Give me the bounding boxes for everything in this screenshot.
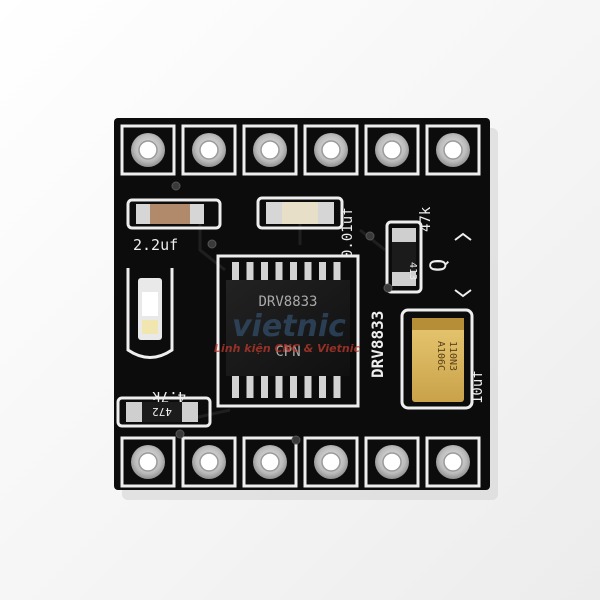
watermark-brand: vietnic [232, 309, 346, 344]
ic-pin [290, 374, 297, 398]
chip-line-1: DRV8833 [258, 294, 317, 310]
ic-pin [275, 262, 283, 282]
ic-pin [304, 374, 312, 398]
bottom-header-pad-hole [138, 452, 158, 472]
ic-pin [304, 262, 312, 282]
bottom-header-pads [120, 436, 481, 488]
bottom-header-pad-outline [364, 436, 420, 488]
chip-line-2: CPN [275, 344, 300, 360]
top-header-pads [120, 124, 481, 176]
resistor-47k [385, 220, 423, 294]
top-header-pad-hole [199, 140, 219, 160]
label-drv8833: DRV8833 [368, 311, 387, 378]
top-header-pad-outline [303, 124, 359, 176]
bottom-header-pad-outline [425, 436, 481, 488]
label-0-01uf: 0.01uf [340, 207, 356, 258]
bottom-header-pad-hole [443, 452, 463, 472]
label-2-2uf: 2.2uf [133, 236, 178, 254]
label-q: Q [427, 259, 452, 272]
top-header-pad-outline [242, 124, 298, 176]
top-header-pad-hole [321, 140, 341, 160]
ic-pin [261, 262, 268, 282]
bottom-header-pad-hole [382, 452, 402, 472]
top-header-pad-hole [382, 140, 402, 160]
resistor-4-7k-code: 472 [152, 405, 172, 418]
top-header-pad-outline [120, 124, 176, 176]
capacitor-2-2uf [126, 198, 222, 230]
bottom-header-pad-outline [120, 436, 176, 488]
label-4-7k: 4.7k [152, 388, 186, 404]
label-47k: 47k [418, 206, 434, 232]
ic-pin [232, 262, 239, 282]
ic-bottom-pins [232, 374, 341, 398]
resistor-4-7k [116, 396, 212, 428]
tantalum-code-1: A106C [435, 341, 446, 371]
bottom-header-pad-hole [260, 452, 280, 472]
ic-pin [319, 262, 326, 282]
ic-pin [290, 262, 297, 282]
ic-pin [275, 374, 283, 398]
top-header-pad-hole [443, 140, 463, 160]
bottom-header-pad-hole [199, 452, 219, 472]
ic-pin [261, 374, 268, 398]
silk-arrow-bottom [454, 289, 472, 298]
top-header-pad-hole [138, 140, 158, 160]
top-header-pad-hole [260, 140, 280, 160]
ic-pin [333, 262, 341, 282]
resistor-47k-code: 413 [407, 262, 418, 280]
capacitor-0-01uf [256, 196, 344, 230]
pcb-vias [171, 181, 393, 445]
ic-top-pins [232, 262, 341, 282]
watermark-slogan: Linh kiện CNC & Vietnic [214, 342, 360, 355]
led-indicator [126, 268, 174, 359]
top-header-pad-outline [425, 124, 481, 176]
drv8833-chip: DRV8833 CPN [216, 254, 360, 408]
bottom-header-pad-outline [242, 436, 298, 488]
silk-arrow-top [454, 232, 472, 241]
bottom-header-pad-hole [321, 452, 341, 472]
tantalum-code-2: 110N3 [447, 341, 458, 371]
label-10uf: 10uf [470, 370, 486, 404]
top-header-pad-outline [181, 124, 237, 176]
bottom-header-pad-outline [303, 436, 359, 488]
top-header-pad-outline [364, 124, 420, 176]
ic-pin [246, 262, 254, 282]
ic-pin [232, 374, 239, 398]
tantalum-capacitor-10uf [400, 308, 474, 410]
ic-pin [319, 374, 326, 398]
ic-pin [246, 374, 254, 398]
ic-pin [333, 374, 341, 398]
bottom-header-pad-outline [181, 436, 237, 488]
